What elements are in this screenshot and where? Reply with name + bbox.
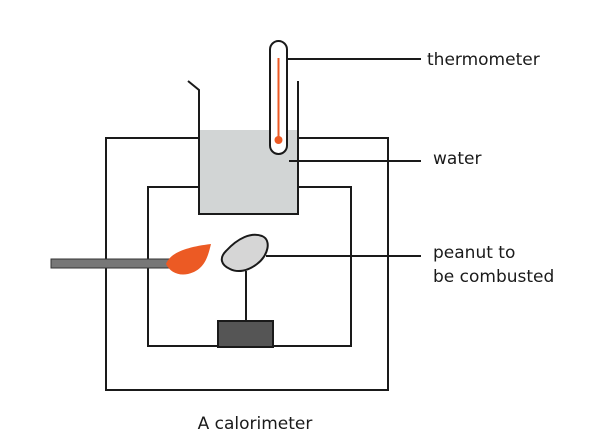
beaker (187, 80, 299, 215)
peanut (220, 233, 269, 273)
water-label: water (433, 149, 481, 169)
peanut-label-line2: be combusted (433, 267, 554, 287)
thermometer-bulb (274, 136, 283, 144)
flame (166, 244, 211, 275)
thermometer-label: thermometer (427, 50, 540, 70)
burning-rod (50, 258, 172, 269)
peanut-label-line1: peanut to (433, 243, 515, 263)
stand-base (217, 320, 274, 348)
diagram-caption: A calorimeter (198, 414, 313, 434)
